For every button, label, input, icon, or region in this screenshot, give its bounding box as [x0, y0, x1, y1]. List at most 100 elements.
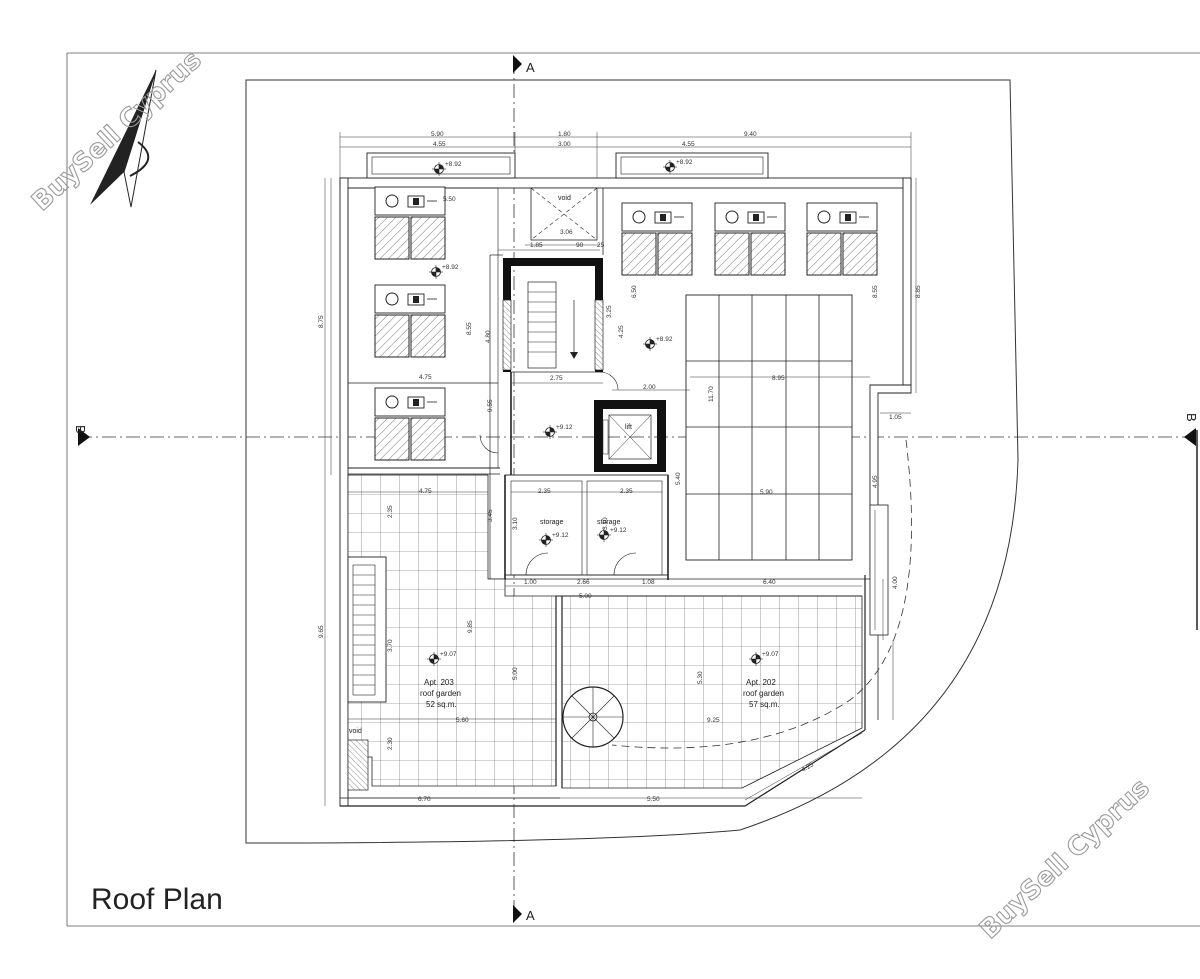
- dim-label: 8.75: [318, 315, 325, 328]
- dim-label: 5.30: [697, 671, 704, 684]
- room-label-storage-1: storage: [540, 519, 563, 526]
- dim-label: 2.35: [387, 505, 394, 518]
- room-labels: void void lift storage storage Apt. 203 …: [349, 195, 784, 735]
- dimension-lines: [324, 132, 917, 806]
- level-label: +9.12: [556, 424, 573, 431]
- level-label: +9.07: [440, 651, 457, 658]
- watermark-bottom-right: BuySell Cyprus: [974, 773, 1155, 945]
- section-label-a-top: A: [526, 60, 535, 75]
- dim-label: 9.40: [744, 131, 757, 138]
- dim-label: 5.00: [512, 667, 519, 680]
- dim-label: 1.85: [530, 242, 543, 249]
- dim-label: 1.08: [642, 579, 655, 586]
- dim-label: 3.45: [487, 509, 494, 522]
- plan-title: Roof Plan: [91, 883, 223, 916]
- dim-label: 4.00: [892, 576, 899, 589]
- level-label: +8.92: [656, 336, 673, 343]
- dim-label: 3.10: [602, 517, 609, 530]
- section-label-a-bottom: A: [526, 908, 535, 923]
- dim-label: 4.95: [872, 475, 879, 488]
- dim-label: 5.90: [760, 489, 773, 496]
- external-stair-left: [347, 556, 387, 791]
- right-roof-zone: [602, 188, 878, 276]
- dim-label: 2.35: [620, 488, 633, 495]
- dim-label: 5.00: [579, 593, 592, 600]
- dim-label: 5.50: [443, 196, 456, 203]
- dim-label: 11.70: [708, 386, 715, 402]
- level-label: +8.92: [445, 161, 462, 168]
- left-roof-zone: [347, 186, 500, 475]
- balcony-right: [869, 504, 889, 636]
- dim-label: 6.50: [631, 285, 638, 298]
- level-label: +9.12: [552, 532, 569, 539]
- plot-boundary: [245, 79, 1019, 844]
- section-marker-b-left: B: [73, 425, 90, 446]
- dim-label: 9.85: [467, 620, 474, 633]
- dim-label: 8.95: [772, 375, 785, 382]
- dim-label: 9.25: [707, 717, 720, 724]
- dim-label: 3.00: [558, 141, 571, 148]
- level-label: +9.07: [762, 651, 779, 658]
- dim-label: 90: [576, 242, 584, 249]
- room-label-apt-202-sub: roof garden: [743, 689, 784, 698]
- dim-label: 5.50: [647, 796, 660, 803]
- dim-label: 5.60: [456, 717, 469, 724]
- north-arrow-icon: [90, 69, 157, 208]
- room-label-storage-2: storage: [597, 519, 620, 526]
- room-label-apt-203-name: Apt. 203: [424, 678, 454, 687]
- dim-label: 2.30: [387, 737, 394, 750]
- dim-label: 4.25: [618, 325, 625, 338]
- stair-core: [479, 254, 619, 580]
- spiral-stair: [562, 686, 624, 748]
- dim-label: 4.75: [419, 488, 432, 495]
- section-label-b-left: B: [73, 425, 88, 434]
- dimension-labels: 5.90 1.80 9.40 4.55 3.00 4.55 5.50 3.06 …: [318, 131, 922, 803]
- dim-label: 1.00: [524, 579, 537, 586]
- dim-label: 6.70: [418, 796, 431, 803]
- dim-label: 3.70: [387, 639, 394, 652]
- room-label-apt-203-sub: roof garden: [420, 689, 461, 698]
- dim-label: 3.25: [606, 305, 613, 318]
- dim-label: 5.90: [431, 131, 444, 138]
- dim-label: 9.65: [318, 625, 325, 638]
- balcony-top-right: [615, 152, 769, 179]
- dim-label: 5.40: [675, 472, 682, 485]
- level-label: +9.12: [610, 527, 627, 534]
- dim-label: 2.00: [643, 384, 656, 391]
- room-label-apt-202-name: Apt. 202: [746, 678, 776, 687]
- room-label-apt-202-area: 57 sq.m.: [749, 700, 780, 709]
- room-label-void-left: void: [349, 728, 362, 735]
- dim-label: 4.75: [419, 374, 432, 381]
- dim-label: 8.85: [915, 285, 922, 298]
- solar-panel-array: [685, 294, 853, 561]
- section-marker-a-top: A: [513, 55, 535, 75]
- level-label: +8.92: [442, 264, 459, 271]
- dim-label: 6.40: [763, 579, 776, 586]
- level-label: +8.92: [676, 159, 693, 166]
- dim-label: 4.80: [485, 330, 492, 343]
- storage-rooms: [488, 474, 880, 580]
- dim-label: 25: [597, 242, 605, 249]
- dim-label: 8.55: [466, 322, 473, 335]
- drawing-frame: [66, 52, 1200, 927]
- watermark-top-left: BuySell Cyprus: [26, 45, 207, 217]
- overhang-dashed-arc: [611, 439, 912, 749]
- section-label-b-right: B: [1184, 413, 1199, 422]
- dim-label: 1.05: [889, 414, 902, 421]
- dim-label: 1.80: [558, 131, 571, 138]
- level-markers: +8.92 +8.92 +8.92 +8.92 +9.12 +9.12 +9.1…: [426, 159, 779, 667]
- lift-shaft: [594, 400, 666, 472]
- section-marker-b-right: B: [1184, 413, 1199, 446]
- dim-label: 9.55: [487, 399, 494, 412]
- void-shaft-top: [530, 187, 598, 241]
- section-marker-a-bottom: A: [513, 905, 535, 923]
- dim-label: 4.55: [682, 141, 695, 148]
- dim-label: 3.10: [512, 517, 519, 530]
- dim-label: 2.75: [550, 375, 563, 382]
- dim-label: 2.35: [538, 488, 551, 495]
- dim-label: 2.66: [577, 579, 590, 586]
- room-label-lift: lift: [625, 424, 632, 431]
- room-label-apt-203-area: 52 sq.m.: [426, 700, 457, 709]
- dim-label: 8.55: [872, 285, 879, 298]
